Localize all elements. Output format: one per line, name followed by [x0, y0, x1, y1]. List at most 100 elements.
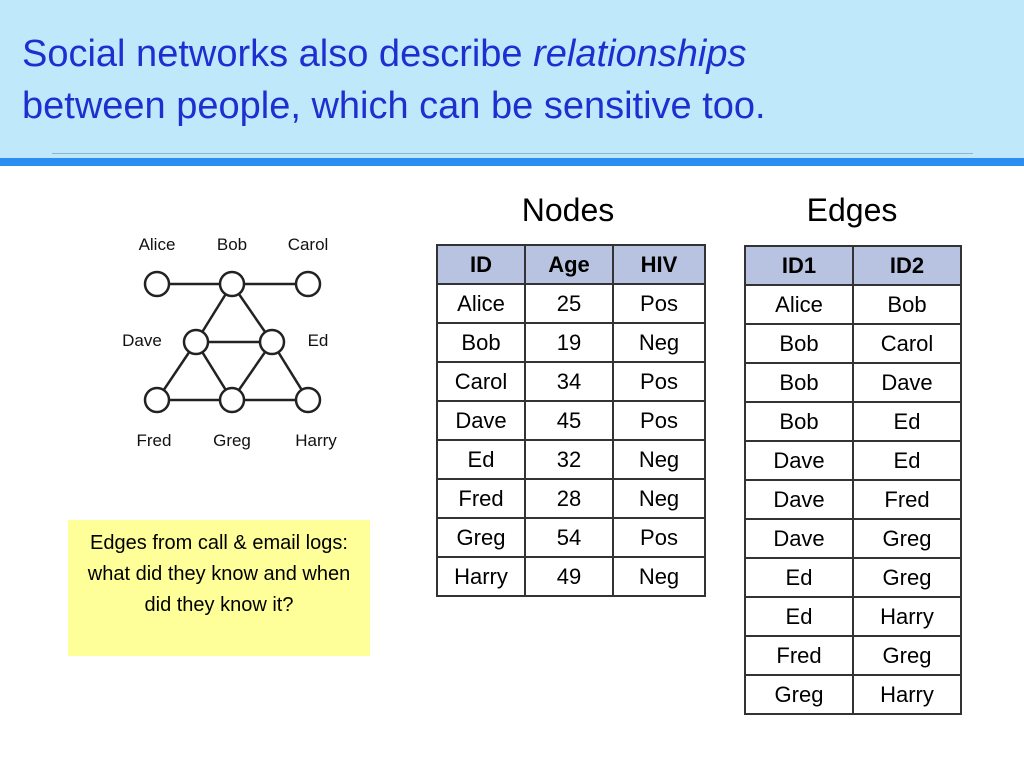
edges-table-cell-id1: Ed	[744, 596, 854, 637]
graph-node	[218, 270, 246, 298]
nodes-table-cell-id: Ed	[436, 439, 526, 480]
edges-heading: Edges	[806, 192, 898, 228]
edges-table-cell-id1: Dave	[744, 440, 854, 481]
nodes-table-cell-hiv: Neg	[612, 478, 706, 519]
nodes-table-cell-hiv: Pos	[612, 361, 706, 402]
edges-table-cell-id2: Fred	[852, 479, 962, 520]
nodes-col-age: Age	[524, 244, 614, 285]
call-email-logs-note: Edges from call & email logs: what did t…	[68, 520, 370, 656]
edges-table-cell-id1: Bob	[744, 362, 854, 403]
nodes-table-cell-age: 25	[524, 283, 614, 324]
edges-table-cell-id1: Dave	[744, 479, 854, 520]
graph-node-label: Fred	[137, 431, 172, 450]
title-underline-bar	[0, 158, 1024, 166]
edges-table-cell-id2: Ed	[852, 401, 962, 442]
edges-table-cell-id2: Dave	[852, 362, 962, 403]
graph-node	[258, 328, 286, 356]
graph-edges	[155, 282, 310, 402]
nodes-col-id: ID	[436, 244, 526, 285]
nodes-table-cell-hiv: Pos	[612, 400, 706, 441]
title-divider	[52, 153, 973, 154]
nodes-table-cell-id: Alice	[436, 283, 526, 324]
graph-node	[218, 386, 246, 414]
graph-node-label: Greg	[213, 431, 251, 450]
edges-table-cell-id1: Greg	[744, 674, 854, 715]
edges-table-cell-id1: Bob	[744, 401, 854, 442]
graph-node-label: Ed	[308, 331, 329, 350]
nodes-table-cell-id: Dave	[436, 400, 526, 441]
graph-node-label: Dave	[122, 331, 162, 350]
nodes-table-cell-hiv: Neg	[612, 556, 706, 597]
graph-node	[294, 386, 322, 414]
edges-table-cell-id2: Bob	[852, 284, 962, 325]
edges-table-cell-id2: Ed	[852, 440, 962, 481]
edges-table-cell-id2: Carol	[852, 323, 962, 364]
nodes-table-cell-id: Carol	[436, 361, 526, 402]
nodes-table-cell-id: Greg	[436, 517, 526, 558]
nodes-table-cell-age: 19	[524, 322, 614, 363]
nodes-table-cell-age: 28	[524, 478, 614, 519]
nodes-table-header-row: ID Age HIV	[436, 244, 706, 285]
nodes-table-cell-age: 34	[524, 361, 614, 402]
nodes-table-cell-age: 45	[524, 400, 614, 441]
graph-node	[143, 386, 171, 414]
nodes-table-cell-hiv: Neg	[612, 439, 706, 480]
edges-table-cell-id2: Greg	[852, 518, 962, 559]
nodes-table-cell-id: Bob	[436, 322, 526, 363]
edges-col-id2: ID2	[852, 245, 962, 286]
edges-col-id1: ID1	[744, 245, 854, 286]
graph-node-label: Bob	[217, 235, 247, 254]
graph-node-label: Harry	[295, 431, 337, 450]
slide-title: Social networks also describe relationsh…	[22, 28, 1002, 132]
nodes-table-cell-hiv: Neg	[612, 322, 706, 363]
edges-table-cell-id1: Alice	[744, 284, 854, 325]
title-banner	[0, 0, 1024, 158]
nodes-table-cell-age: 32	[524, 439, 614, 480]
edges-table-cell-id1: Dave	[744, 518, 854, 559]
edges-table-cell-id2: Harry	[852, 596, 962, 637]
graph-node-label: Carol	[288, 235, 329, 254]
graph-node	[182, 328, 210, 356]
title-emphasis: relationships	[533, 33, 747, 75]
nodes-table-cell-id: Harry	[436, 556, 526, 597]
edges-table-cell-id1: Ed	[744, 557, 854, 598]
nodes-heading: Nodes	[521, 192, 615, 228]
nodes-table-cell-age: 49	[524, 556, 614, 597]
edges-table-cell-id1: Bob	[744, 323, 854, 364]
edges-table-cell-id2: Greg	[852, 557, 962, 598]
nodes-table-cell-hiv: Pos	[612, 283, 706, 324]
graph-node-label: Alice	[139, 235, 176, 254]
nodes-table-cell-hiv: Pos	[612, 517, 706, 558]
nodes-table-cell-id: Fred	[436, 478, 526, 519]
graph-node	[294, 270, 322, 298]
nodes-table-cell-age: 54	[524, 517, 614, 558]
edges-table-header-row: ID1 ID2	[744, 245, 962, 286]
title-line1-prefix: Social networks also describe	[22, 33, 523, 75]
nodes-col-hiv: HIV	[612, 244, 706, 285]
